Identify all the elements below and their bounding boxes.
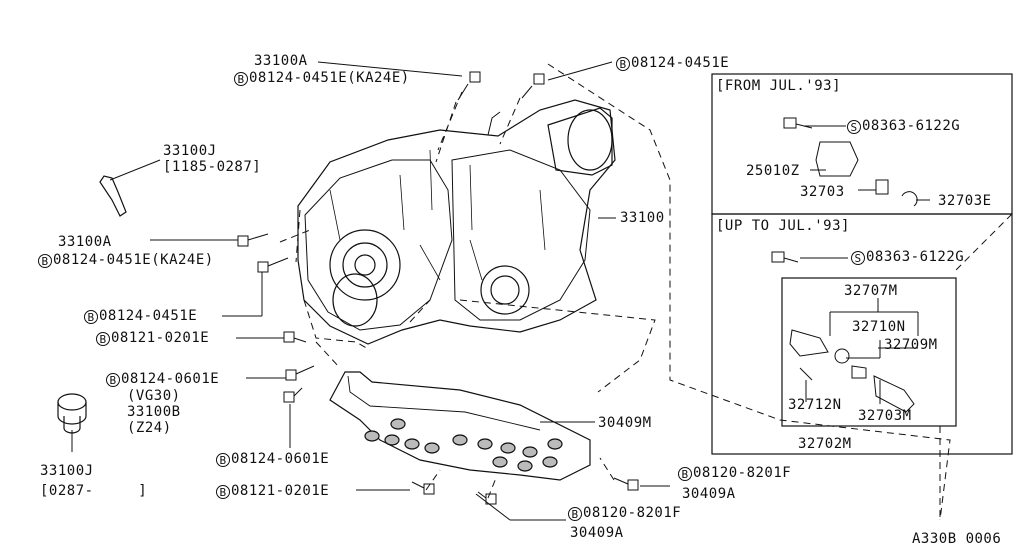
inset-upto-title: [UP TO JUL.'93] xyxy=(716,218,850,234)
screw-marker-icon: S xyxy=(851,251,865,265)
bolt-marker-icon: B xyxy=(106,373,120,387)
label-32702m: 32702M xyxy=(798,436,852,452)
label-33100a-mid: 33100A xyxy=(58,234,112,250)
label-vg30: (VG30) xyxy=(127,388,181,404)
inset-32702m-subbox xyxy=(781,277,957,427)
bolt-marker-icon: B xyxy=(234,72,248,86)
label-25010z: 25010Z xyxy=(746,163,800,179)
label-32707m: 32707M xyxy=(844,283,898,299)
label-30409m: 30409M xyxy=(598,415,652,431)
label-32703m: 32703M xyxy=(858,408,912,424)
label-30409a-b: 30409A xyxy=(570,525,624,541)
sensor-25010z xyxy=(771,117,918,413)
dashed-reference-lines xyxy=(279,63,1013,521)
diagram-code: A330B 0006 xyxy=(912,531,1002,547)
label-33100b: 33100B xyxy=(127,404,181,420)
label-z24: (Z24) xyxy=(127,420,172,436)
bolts xyxy=(237,71,639,505)
bolt-marker-icon: B xyxy=(568,507,582,521)
label-33100j-clamp-range: [1185-0287] xyxy=(163,159,262,175)
bolt-marker-icon: B xyxy=(96,332,110,346)
label-33100j-clamp: 33100J xyxy=(163,143,217,159)
screw-marker-icon: S xyxy=(847,120,861,134)
inset-upto-jul93-box xyxy=(711,213,1013,455)
label-33100j-plug-range: [0287- ] xyxy=(40,483,148,499)
label-32703: 32703 xyxy=(800,184,845,200)
label-32712n: 32712N xyxy=(788,397,842,413)
label-33100a-top: 33100A xyxy=(254,53,308,69)
label-33100: 33100 xyxy=(620,210,665,226)
label-32709m: 32709M xyxy=(884,337,938,353)
bolt-marker-icon: B xyxy=(216,453,230,467)
bolt-marker-icon: B xyxy=(678,467,692,481)
bolt-marker-icon: B xyxy=(38,254,52,268)
skid-plate-30409m xyxy=(329,371,591,481)
label-32710n: 32710N xyxy=(852,319,906,335)
label-32703e: 32703E xyxy=(938,193,992,209)
inset-from-title: [FROM JUL.'93] xyxy=(716,78,842,94)
bolt-marker-icon: B xyxy=(84,310,98,324)
clamp-33100j xyxy=(99,175,127,217)
bolt-marker-icon: B xyxy=(616,57,630,71)
leader-lines xyxy=(71,61,930,521)
plug-33100j xyxy=(57,393,87,434)
label-30409a-a: 30409A xyxy=(682,486,736,502)
label-33100j-plug: 33100J xyxy=(40,463,94,479)
bolt-marker-icon: B xyxy=(216,485,230,499)
transfer-case-housing xyxy=(297,99,616,345)
